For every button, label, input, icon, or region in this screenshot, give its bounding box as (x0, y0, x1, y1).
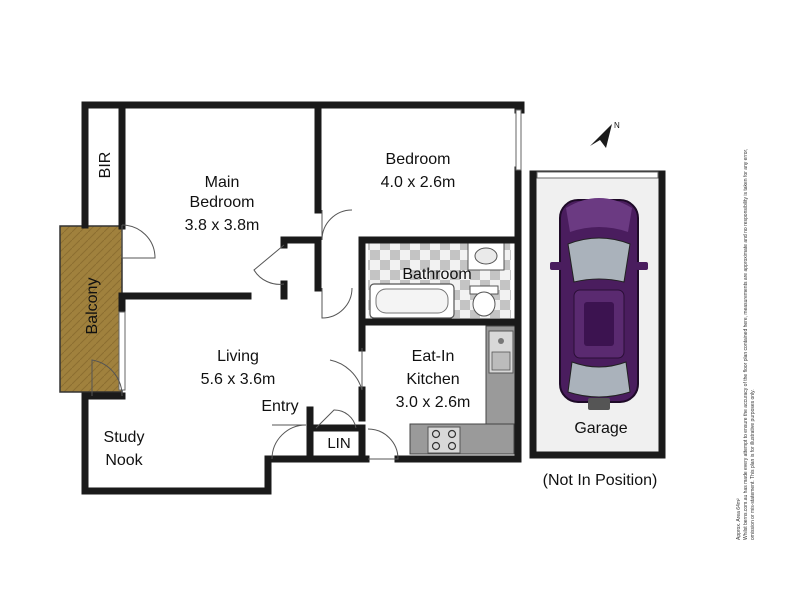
garage-door (536, 171, 659, 179)
kitchen-label-1: Eat-In (412, 348, 455, 365)
doors (91, 209, 399, 460)
living-label: Living (217, 348, 259, 365)
disclaimer-text-2: omission or mis-statement. This plan is … (750, 389, 756, 540)
garage-label: Garage (574, 420, 627, 437)
balcony-label: Balcony (84, 278, 101, 335)
car-icon (550, 198, 648, 410)
main-bedroom-label-1: Main (205, 174, 240, 191)
disclaimer: Approx. Area 64m² Whilst berns.com.au ha… (736, 80, 796, 540)
living-size: 5.6 x 3.6m (201, 371, 276, 388)
kitchen-label-2: Kitchen (406, 371, 459, 388)
lin-label: LIN (327, 435, 350, 452)
svg-text:N: N (614, 121, 620, 130)
basin (474, 247, 498, 265)
bir-label: BIR (97, 152, 114, 179)
main-bedroom-label-2: Bedroom (190, 194, 255, 211)
kitchen-size: 3.0 x 2.6m (396, 394, 471, 411)
walls (81, 101, 525, 495)
disclaimer-text-1: Whilst berns.com.au has made every attem… (743, 148, 749, 540)
balcony-area (59, 225, 123, 393)
study-label-2: Nook (105, 452, 143, 469)
study-label-1: Study (104, 429, 145, 446)
cooktop (427, 426, 461, 454)
main-bedroom-size: 3.8 x 3.8m (185, 217, 260, 234)
entry-label: Entry (261, 398, 298, 415)
north-arrow-icon: N (590, 121, 620, 148)
kitchen-bench-lower (409, 423, 515, 455)
garage-note: (Not In Position) (543, 472, 658, 489)
bedroom-label: Bedroom (386, 151, 451, 168)
disclaimer-area: Approx. Area 64m² (736, 498, 742, 540)
bedroom-size: 4.0 x 2.6m (381, 174, 456, 191)
bathroom-label: Bathroom (402, 266, 471, 283)
